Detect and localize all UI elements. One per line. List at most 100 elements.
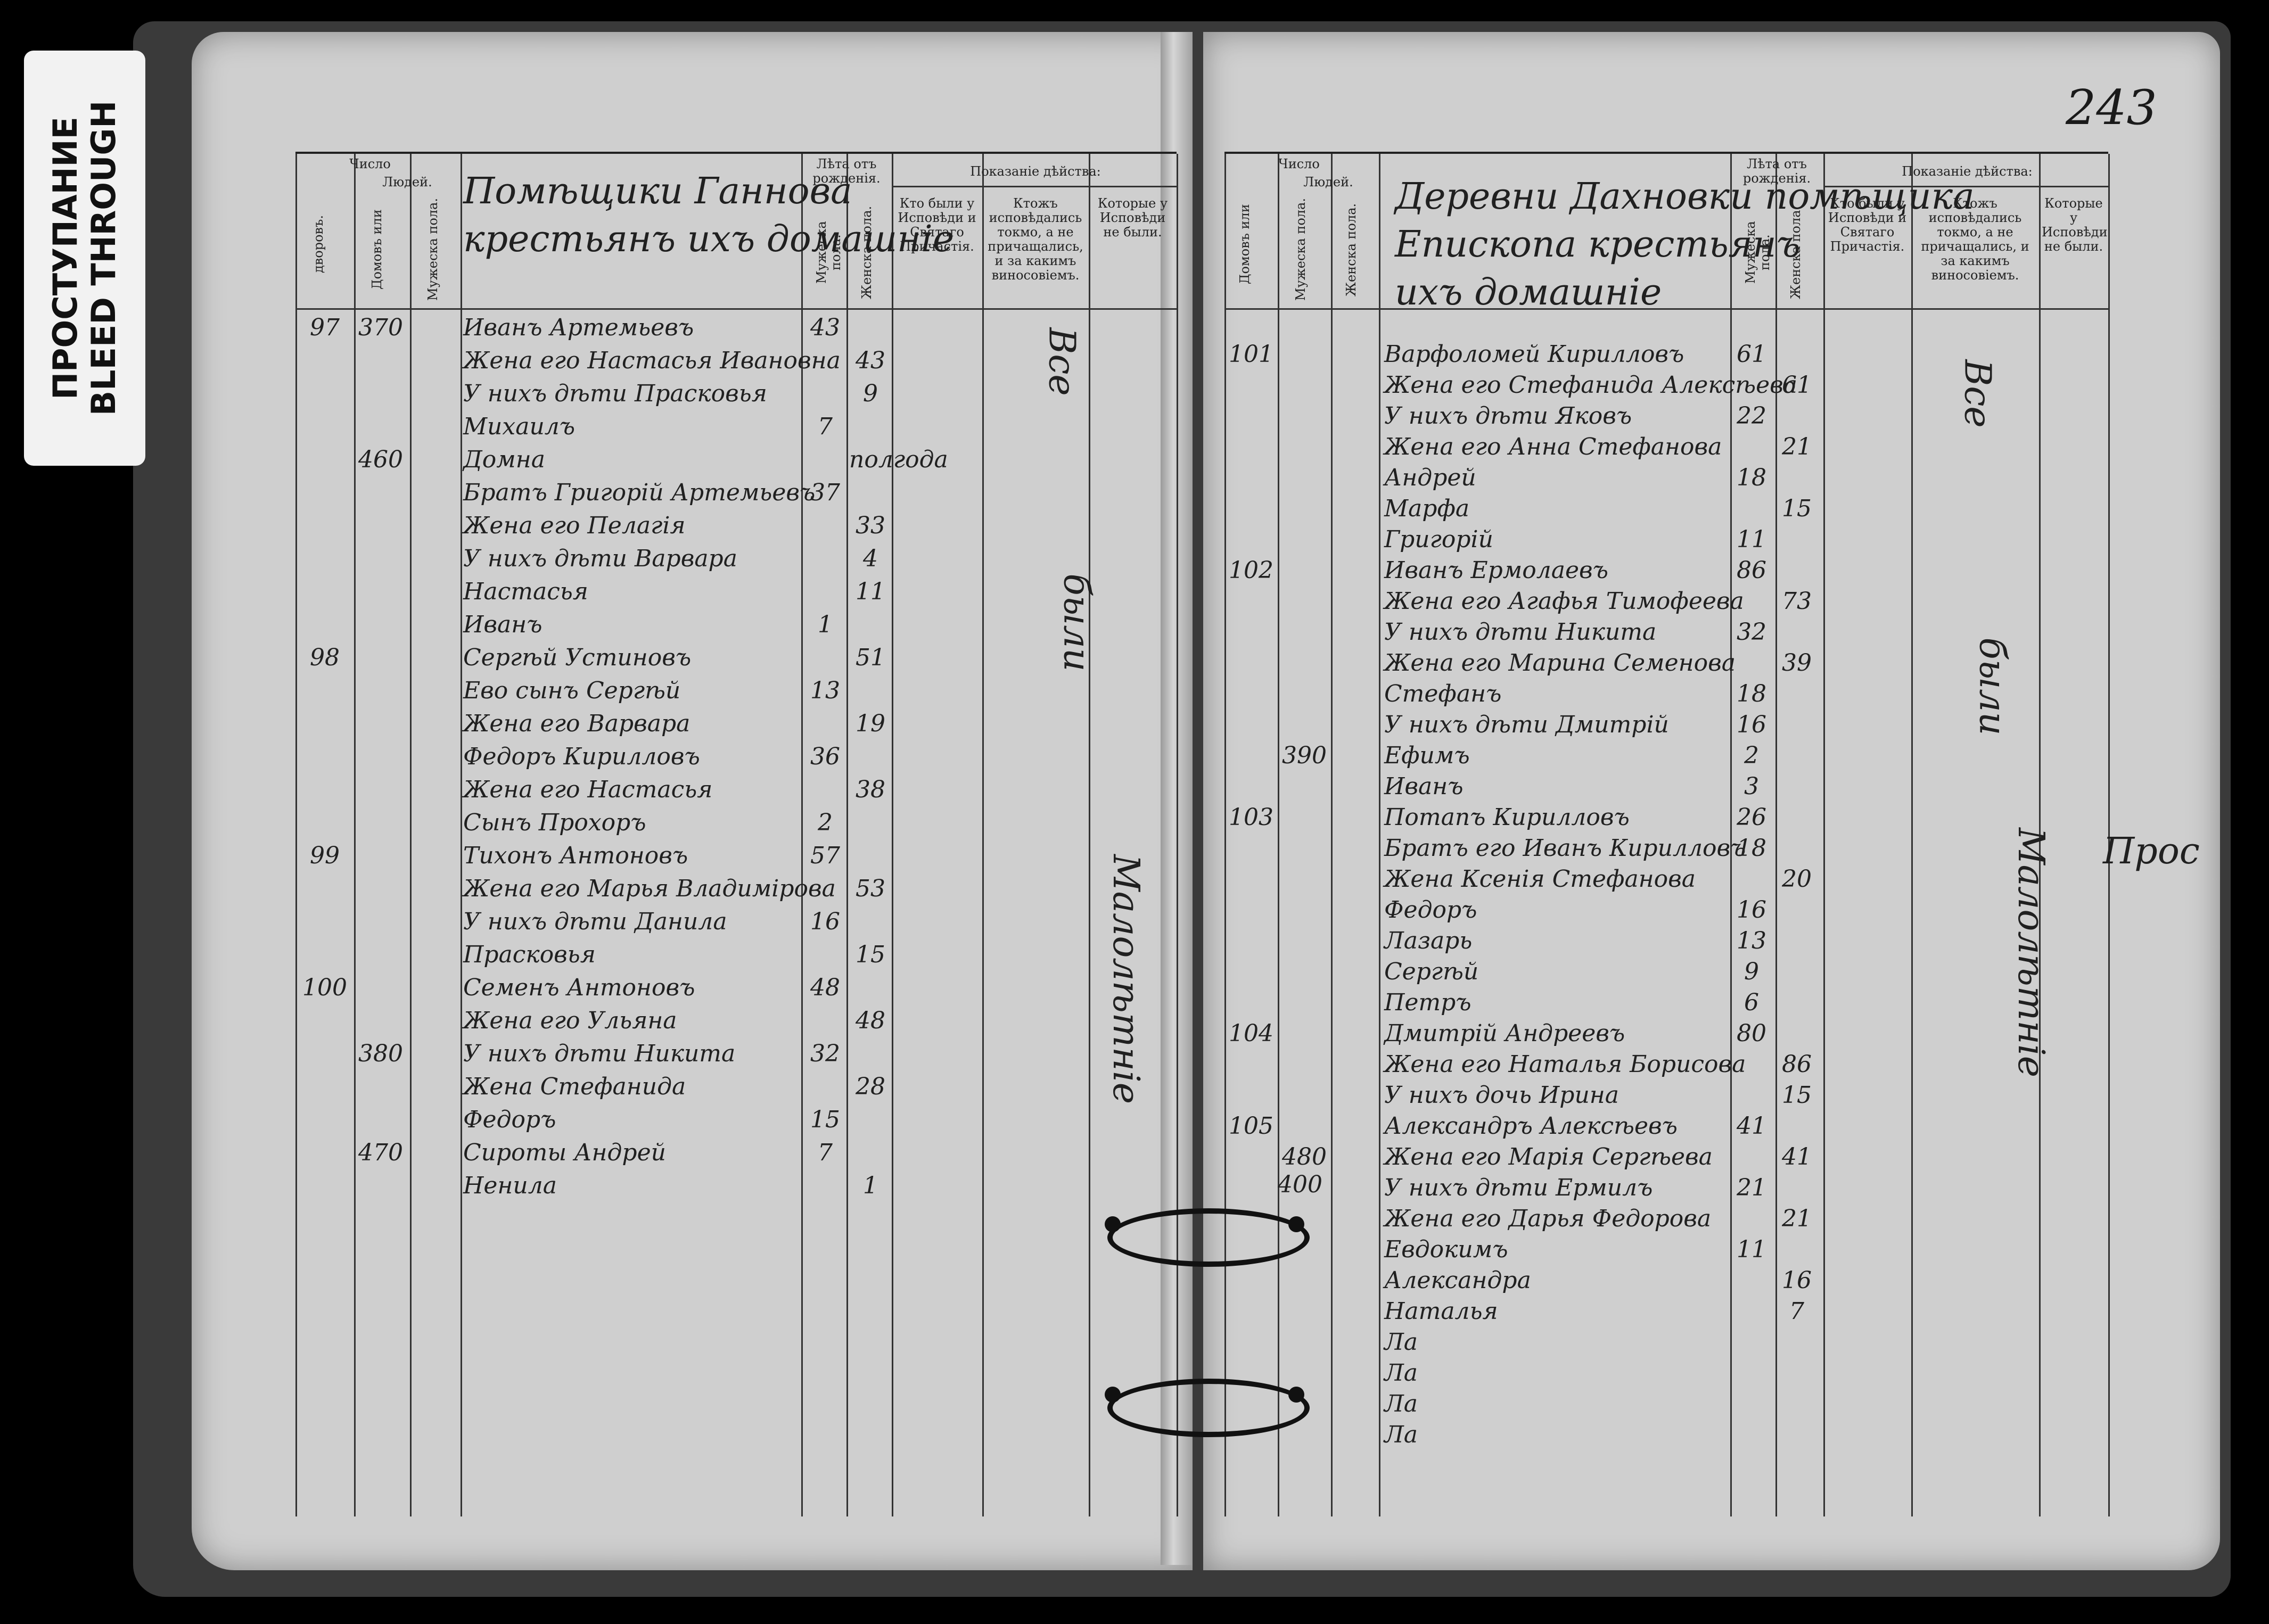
entry-female-age: 28 — [856, 1073, 885, 1100]
entry-female-age: 1 — [863, 1172, 878, 1199]
entry-female-age: 48 — [856, 1007, 885, 1034]
binding-ring-bottom — [1107, 1379, 1310, 1437]
entry-female-age: 61 — [1782, 372, 1812, 399]
entry-male-age: 2 — [818, 809, 833, 836]
r-hdr-lyudey: Людей. — [1303, 175, 1353, 189]
entry-male-age: 3 — [1744, 773, 1759, 800]
entry-name: У нихъ дѣти Варвара — [463, 545, 737, 572]
entry-female-age: 20 — [1782, 865, 1812, 893]
entry-female-age: 19 — [856, 710, 885, 737]
entry-yard-number: 103 — [1229, 804, 1273, 831]
entry-female-age: 43 — [856, 347, 885, 374]
entry-name: Домна — [463, 446, 545, 473]
entry-female-age: 15 — [1782, 1082, 1812, 1109]
right-side-people: 400 — [1278, 1171, 1322, 1198]
entry-name: У нихъ дѣти Никита — [463, 1040, 736, 1067]
entry-name: Ла — [1384, 1329, 1418, 1356]
entry-male-age: 57 — [810, 842, 840, 869]
entry-male-age: 6 — [1744, 989, 1759, 1016]
entry-name: Жена его Пелагія — [463, 512, 686, 539]
hdr-domov: Домовъ или — [369, 209, 384, 290]
entry-name: Сынъ Прохоръ — [463, 809, 646, 836]
entry-male-age: 7 — [818, 413, 833, 440]
entry-male-age: 15 — [810, 1106, 840, 1133]
entry-name: Жена его Дарья Федорова — [1384, 1205, 1712, 1232]
entry-female-age: 15 — [1782, 495, 1812, 522]
entry-people-count: 380 — [358, 1040, 403, 1067]
entry-name: Жена Стефанида — [463, 1073, 686, 1100]
entry-name: Григорій — [1384, 526, 1493, 553]
left-status-3: Малолѣтніе — [1104, 854, 1147, 1104]
folio-number: 243 — [2066, 80, 2157, 136]
entry-female-age: 11 — [856, 578, 885, 605]
entry-name: Жена его Настасья Ивановна — [463, 347, 841, 374]
entry-name: Михаилъ — [463, 413, 576, 440]
entry-name: Ево сынъ Сергѣй — [463, 677, 681, 704]
hdr-chislo: Число — [349, 156, 391, 171]
entry-name: Жена его Ульяна — [463, 1007, 677, 1034]
entry-name: Жена Ксенія Стефанова — [1384, 865, 1696, 893]
binding-ring-top — [1107, 1208, 1310, 1267]
label-line-1: ПРОСТУПАНИЕ — [46, 117, 85, 400]
entry-male-age: 80 — [1737, 1020, 1766, 1047]
entry-male-age: 16 — [810, 908, 840, 935]
hdr-pokazanie: Показаніе дѣйства: — [970, 164, 1101, 179]
entry-male-age: 16 — [1737, 896, 1766, 924]
entry-female-age: 41 — [1782, 1143, 1812, 1170]
entry-name: Ненила — [463, 1172, 557, 1199]
binding-rivet — [1105, 1216, 1121, 1232]
entry-name: Федоръ — [1384, 896, 1477, 924]
entry-name: Марфа — [1384, 495, 1470, 522]
entry-male-age: 41 — [1737, 1112, 1766, 1140]
left-heading-line-1: Помѣщики Ганнова — [463, 170, 852, 212]
entry-male-age: 18 — [1737, 680, 1766, 707]
entry-female-age: 7 — [1789, 1298, 1804, 1325]
entry-name: Семенъ Антоновъ — [463, 974, 695, 1001]
entry-yard-number: 100 — [302, 974, 347, 1001]
right-heading-line-1: Деревни Дахновки помѣщика — [1395, 176, 1975, 218]
entry-name: У нихъ дѣти Никита — [1384, 619, 1657, 646]
right-heading-line-2: Епископа крестьянъ — [1395, 224, 1801, 266]
entry-female-age: 53 — [856, 875, 885, 902]
entry-name: Жена его Марина Семенова — [1384, 649, 1736, 677]
entry-name: У нихъ дѣти Дмитрій — [1384, 711, 1669, 738]
entry-name: Варфоломей Кирилловъ — [1384, 341, 1684, 368]
entry-yard-number: 105 — [1229, 1112, 1273, 1140]
left-page — [192, 32, 1193, 1570]
right-status-3: Малолѣтніе — [2009, 828, 2052, 1077]
entry-male-age: 36 — [810, 743, 840, 770]
entry-name: Настасья — [463, 578, 588, 605]
right-register-table: Число Людей. Домовъ или Мужеска пола. Же… — [1224, 152, 2110, 1516]
entry-name: Ла — [1384, 1421, 1418, 1448]
bleed-through-label: ПРОСТУПАНИЕ BLEED THROUGH — [24, 51, 145, 466]
right-status-2: были — [1971, 637, 2013, 736]
entry-name: Потапъ Кирилловъ — [1384, 804, 1630, 831]
entry-male-age: 48 — [810, 974, 840, 1001]
entry-name: Иванъ — [463, 611, 542, 638]
entry-name: Жена его Анна Стефанова — [1384, 433, 1722, 460]
entry-name: Жена его Наталья Борисова — [1384, 1051, 1746, 1078]
right-page — [1203, 32, 2220, 1570]
entry-name: Федоръ Кирилловъ — [463, 743, 700, 770]
entry-people-count: 370 — [358, 314, 403, 341]
entry-people-count: 460 — [358, 446, 403, 473]
binding-rivet — [1105, 1387, 1121, 1403]
entry-name: Ла — [1384, 1359, 1418, 1387]
entry-name: Жена его Марія Сергѣева — [1384, 1143, 1713, 1170]
entry-male-age: 37 — [810, 479, 840, 506]
entry-female-age: 15 — [856, 941, 885, 968]
entry-male-age: 18 — [1737, 835, 1766, 862]
entry-people-count: 470 — [358, 1139, 403, 1166]
entry-name: Александра — [1384, 1267, 1531, 1294]
right-margin-note: Прос — [2103, 830, 2200, 872]
r-hdr-muzh: Мужеска пола. — [1293, 198, 1308, 301]
entry-name: Братъ его Иванъ Кирилловъ — [1384, 835, 1746, 862]
entry-yard-number: 104 — [1229, 1020, 1273, 1047]
entry-male-age: 2 — [1744, 742, 1759, 769]
entry-name: Сергѣй — [1384, 958, 1479, 985]
entry-male-age: 16 — [1737, 711, 1766, 738]
entry-people-count: 390 — [1282, 742, 1327, 769]
entry-name: Жена его Настасья — [463, 776, 713, 803]
entry-name: У нихъ дѣти Яковъ — [1384, 402, 1632, 430]
r-hdr-ktozh: Ктожъ исповѣдались токмо, а не причащали… — [1921, 196, 2029, 283]
